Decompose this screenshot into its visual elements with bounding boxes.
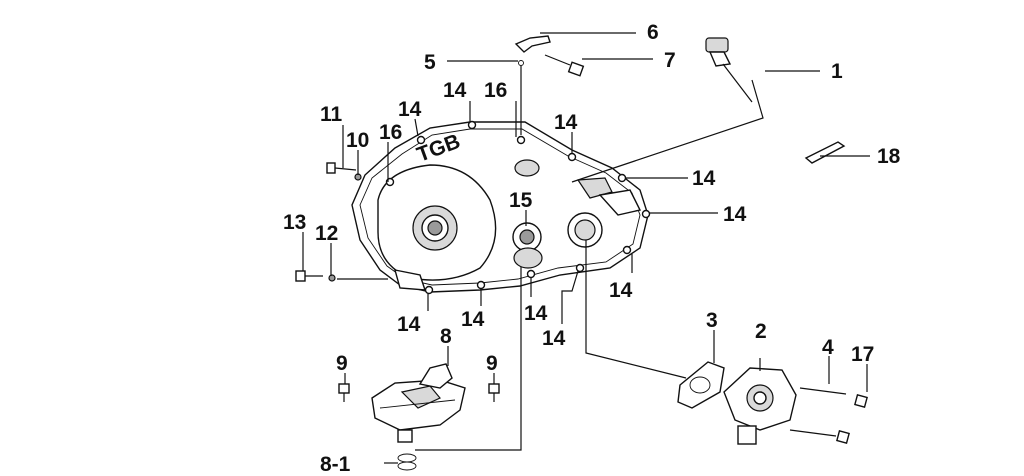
callout-8-1: 8-1	[320, 453, 351, 476]
bolt-part-9-left	[338, 383, 350, 402]
callout-18: 18	[877, 145, 901, 168]
stud-bolt-part-4	[789, 387, 847, 437]
bolt-part-9-right	[488, 383, 500, 402]
callout-16-b: 16	[379, 121, 402, 144]
callout-4: 4	[822, 336, 834, 359]
callout-14-e: 14	[723, 203, 747, 226]
nut-part-17	[836, 394, 868, 444]
callout-14-f: 14	[609, 279, 633, 302]
callout-labels: 1 2 3 4 5 6 7 8 8-1 9 9 10 11 12 13 14 1…	[283, 21, 901, 476]
washer-part-12	[328, 274, 336, 282]
bolt-part-11	[326, 162, 357, 174]
engine-side-cover: TGB	[351, 120, 651, 295]
bracket-part-6	[514, 35, 551, 53]
callout-12: 12	[315, 222, 338, 245]
callout-9-left: 9	[336, 352, 348, 375]
callout-14-b: 14	[443, 79, 467, 102]
leader-lines	[302, 32, 870, 464]
callout-1: 1	[831, 60, 843, 83]
callout-15: 15	[509, 189, 533, 212]
callout-2: 2	[755, 320, 767, 343]
callout-10: 10	[346, 129, 369, 152]
callout-13: 13	[283, 211, 306, 234]
callout-14-d: 14	[692, 167, 716, 190]
bolt-part-7	[544, 54, 585, 77]
callout-8: 8	[440, 325, 452, 348]
callout-5: 5	[424, 51, 436, 74]
oring-part-8-1	[397, 453, 417, 471]
water-pump-part-8	[371, 363, 466, 443]
callout-3: 3	[706, 309, 718, 332]
callout-7: 7	[664, 49, 676, 72]
gasket-part-3	[677, 361, 725, 409]
callout-14-c: 14	[554, 111, 578, 134]
callout-14-h: 14	[542, 327, 566, 350]
bolt-part-13	[295, 270, 323, 282]
callout-14-a: 14	[398, 98, 422, 121]
callout-9-right: 9	[486, 352, 498, 375]
callout-14-g: 14	[524, 302, 548, 325]
callout-11: 11	[320, 103, 343, 126]
callout-14-j: 14	[397, 313, 421, 336]
spring-clip-part-18	[804, 141, 846, 164]
callout-6: 6	[647, 21, 659, 44]
oil-dipstick-part-1	[705, 37, 753, 103]
oring-part-5	[518, 60, 524, 66]
callout-16-a: 16	[484, 79, 507, 102]
thermostat-housing-part-2	[723, 367, 797, 445]
callout-17: 17	[851, 343, 874, 366]
callout-14-i: 14	[461, 308, 485, 331]
